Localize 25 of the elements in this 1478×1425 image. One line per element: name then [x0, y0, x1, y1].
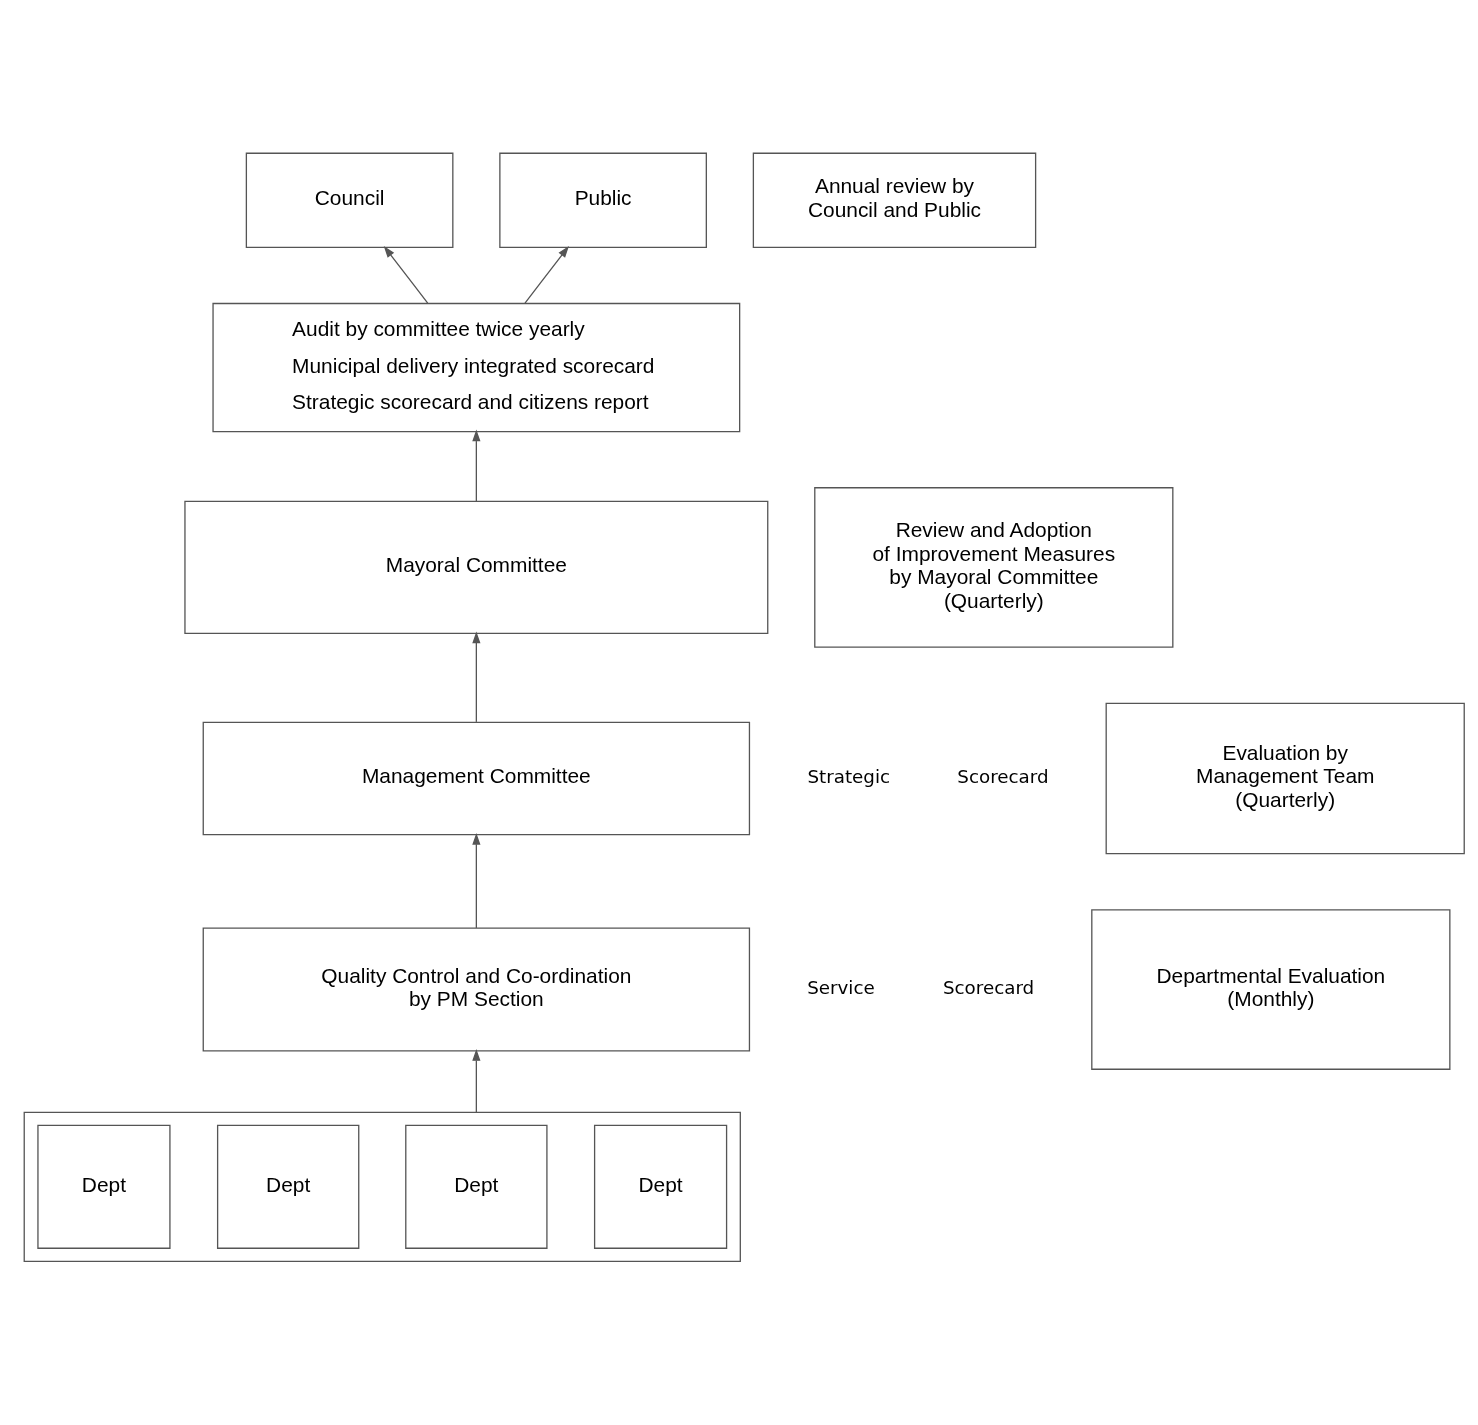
arrow — [472, 832, 481, 929]
label: Scorecard — [942, 977, 1035, 999]
node-box: Council — [245, 152, 454, 248]
arrow — [524, 245, 569, 304]
arrow — [472, 631, 481, 723]
node-box: Evaluation by Management Team (Quarterly) — [1105, 702, 1465, 855]
node-box: Dept — [405, 1124, 548, 1249]
node-box: Dept — [37, 1124, 171, 1249]
arrow — [472, 429, 481, 502]
arrow — [472, 1049, 481, 1113]
arrow — [383, 245, 429, 304]
node-box: Dept — [216, 1124, 360, 1249]
cluster — [23, 1111, 741, 1262]
node-box: Mayoral Committee — [184, 500, 769, 635]
node-box: Review and Adoption of Improvement Measures by Mayoral Committee (Quarterly) — [814, 487, 1174, 648]
node-box: Management Committee — [202, 721, 751, 836]
node-box: Public — [499, 152, 707, 248]
node-box: Audit by committee twice yearly Municipal delivery integrated scorecard Strategic scorecard and citizens report — [212, 302, 741, 433]
label: Strategic — [807, 766, 891, 788]
label: Scorecard — [957, 766, 1049, 788]
node-box: Departmental Evaluation (Monthly) — [1091, 909, 1451, 1070]
node-box: Annual review by Council and Public — [752, 152, 1037, 248]
label: Service — [807, 977, 875, 999]
node-box: Quality Control and Co-ordination by PM Section — [202, 927, 751, 1052]
node-box: Dept — [593, 1124, 728, 1249]
